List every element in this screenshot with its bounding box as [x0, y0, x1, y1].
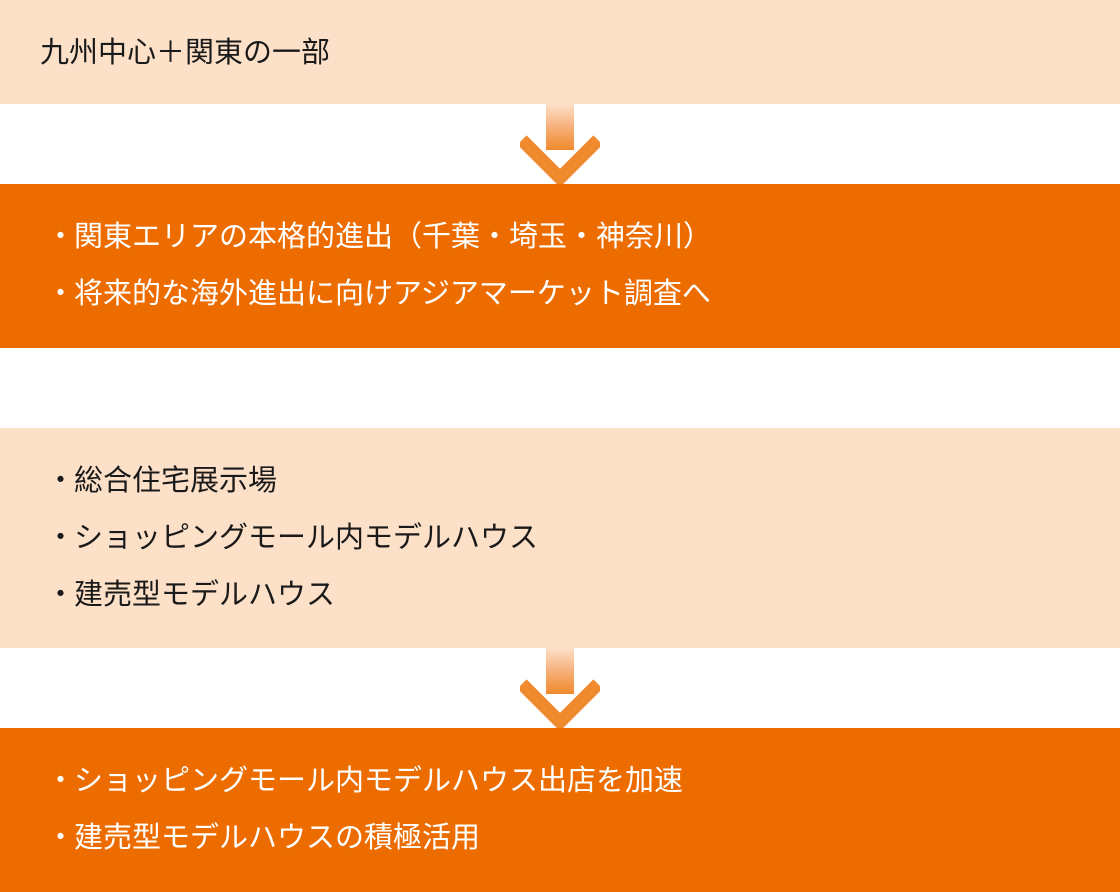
- list-item-text: ショッピングモール内モデルハウス出店を加速: [74, 763, 684, 797]
- list-item: ・ ショッピングモール内モデルハウス出店を加速: [46, 760, 683, 817]
- bullet-icon: ・: [46, 463, 76, 497]
- list-item-text: 将来的な海外進出に向けアジアマーケット調査へ: [74, 276, 711, 310]
- current-area-title: 九州中心＋関東の一部: [40, 35, 331, 69]
- list-item: ・ 将来的な海外進出に向けアジアマーケット調査へ: [46, 273, 712, 330]
- current-area-box: 九州中心＋関東の一部: [0, 0, 1120, 104]
- bullet-icon: ・: [46, 820, 76, 854]
- strategy-box: ・ ショッピングモール内モデルハウス出店を加速 ・ 建売型モデルハウスの積極活用: [0, 728, 1120, 892]
- bullet-icon: ・: [46, 276, 76, 310]
- list-item-text: 建売型モデルハウスの積極活用: [74, 820, 481, 854]
- down-arrow-shaft: [546, 104, 574, 150]
- bullet-icon: ・: [46, 520, 76, 554]
- down-arrow-icon: [520, 104, 600, 184]
- list-item: ・ ショッピングモール内モデルハウス: [46, 517, 538, 574]
- bullet-icon: ・: [46, 763, 76, 797]
- list-item-text: 関東エリアの本格的進出（千葉・埼玉・神奈川）: [74, 219, 713, 253]
- down-arrow-head: [520, 679, 600, 728]
- expansion-plan-box: ・ 関東エリアの本格的進出（千葉・埼玉・神奈川） ・ 将来的な海外進出に向けアジ…: [0, 184, 1120, 348]
- down-arrow-head: [520, 135, 600, 184]
- bullet-icon: ・: [46, 577, 76, 611]
- down-arrow-icon: [520, 648, 600, 728]
- down-arrow-shaft: [546, 648, 574, 694]
- list-item-text: 総合住宅展示場: [74, 463, 278, 497]
- list-item: ・ 建売型モデルハウスの積極活用: [46, 817, 683, 874]
- strategy-list: ・ ショッピングモール内モデルハウス出店を加速 ・ 建売型モデルハウスの積極活用: [46, 760, 683, 874]
- list-item: ・ 関東エリアの本格的進出（千葉・埼玉・神奈川）: [46, 216, 712, 273]
- list-item-text: ショッピングモール内モデルハウス: [74, 520, 539, 554]
- showroom-types-box: ・ 総合住宅展示場 ・ ショッピングモール内モデルハウス ・ 建売型モデルハウス: [0, 428, 1120, 648]
- list-item-text: 建売型モデルハウス: [74, 577, 336, 611]
- bullet-icon: ・: [46, 219, 76, 253]
- list-item: ・ 建売型モデルハウス: [46, 574, 538, 631]
- expansion-plan-list: ・ 関東エリアの本格的進出（千葉・埼玉・神奈川） ・ 将来的な海外進出に向けアジ…: [46, 216, 712, 330]
- showroom-types-list: ・ 総合住宅展示場 ・ ショッピングモール内モデルハウス ・ 建売型モデルハウス: [46, 460, 538, 631]
- list-item: ・ 総合住宅展示場: [46, 460, 538, 517]
